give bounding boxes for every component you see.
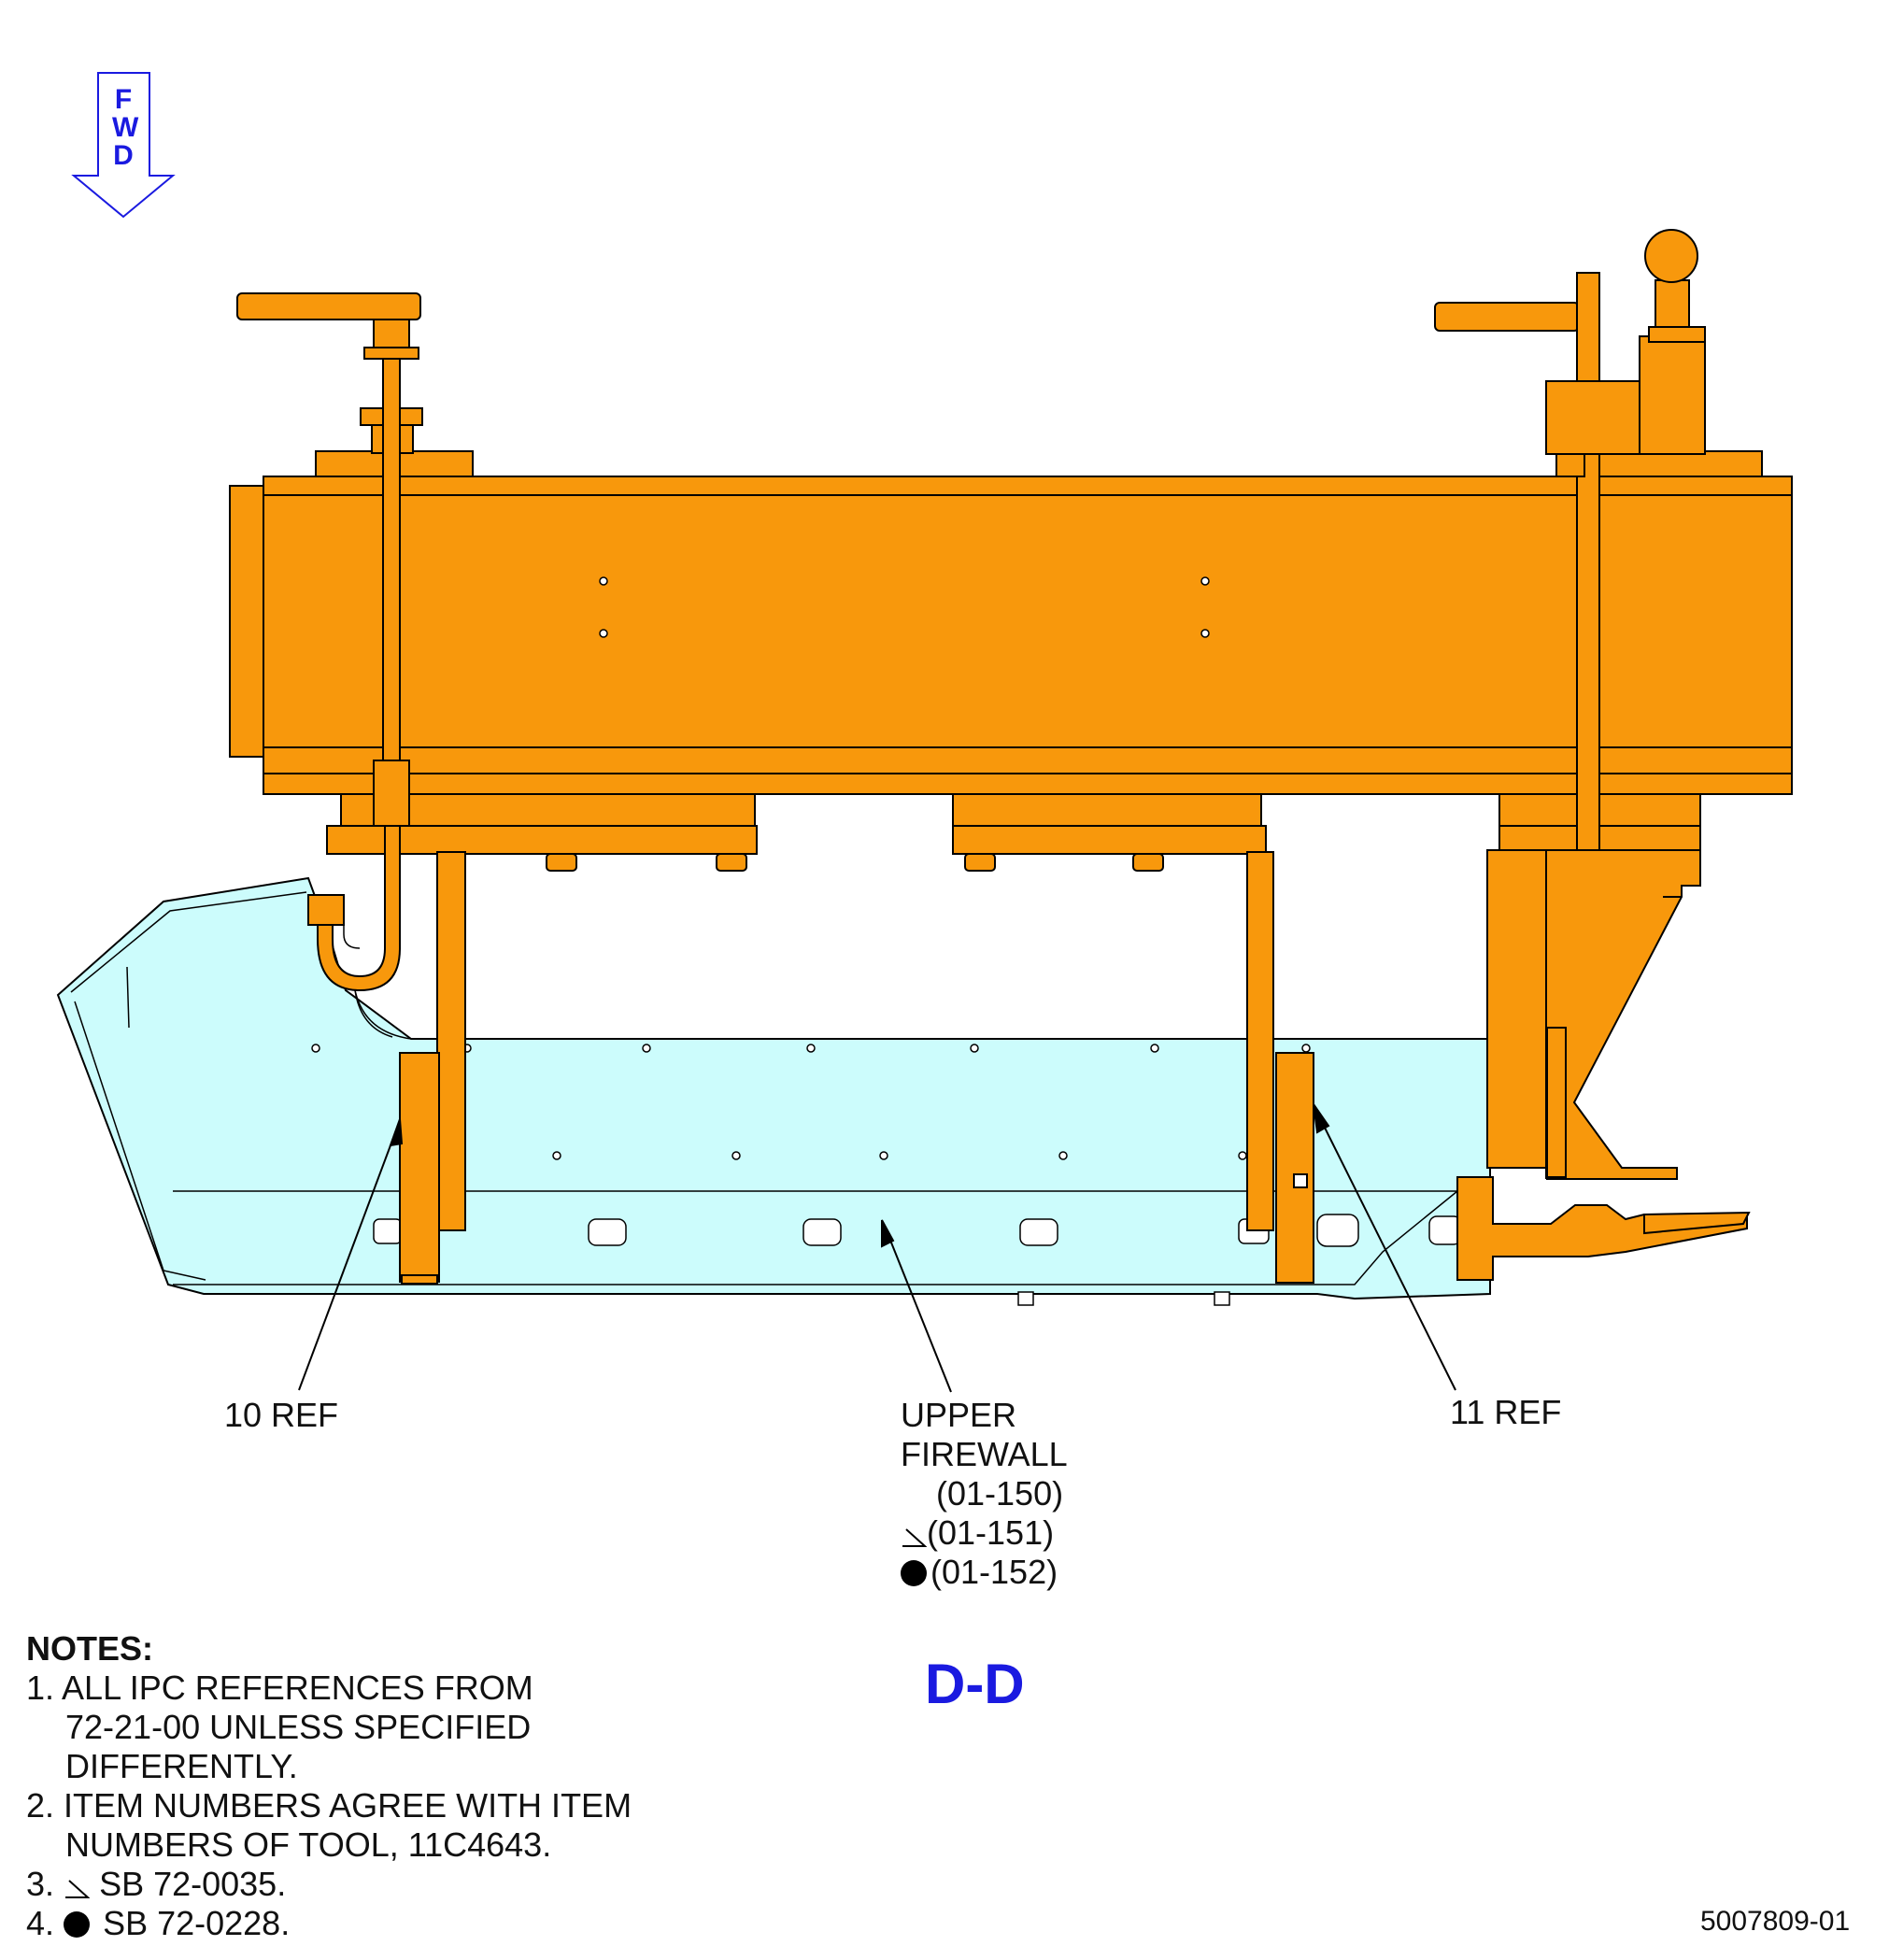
- firewall-code-151-row: (01-151): [901, 1513, 1054, 1553]
- lower-block-center: [952, 793, 1262, 827]
- section-title: D-D: [925, 1653, 1025, 1715]
- callout-11-ref: 11 REF: [1450, 1393, 1562, 1431]
- knob: [1644, 229, 1698, 283]
- leader-lines: [298, 1103, 1456, 1393]
- sb-triangle-icon: [902, 1528, 927, 1547]
- note-3: 3. SB 72-0035.: [26, 1865, 632, 1904]
- notes-block: NOTES: 1. ALL IPC REFERENCES FROM 72-21-…: [26, 1629, 632, 1943]
- note-3-prefix: 3.: [26, 1865, 55, 1903]
- sb-dot-icon: [901, 1560, 927, 1586]
- right-bracket: [1486, 849, 1701, 1180]
- leg-right: [1246, 851, 1274, 1231]
- note-1-line-3: DIFFERENTLY.: [65, 1747, 298, 1785]
- bolt-heads: [546, 853, 1164, 872]
- notes-heading: NOTES:: [26, 1629, 154, 1668]
- note-3-text: SB 72-0035.: [99, 1865, 287, 1903]
- firewall-code-151: (01-151): [927, 1513, 1055, 1552]
- note-4-text: SB 72-0228.: [103, 1904, 291, 1942]
- fwd-indicator: F W D: [112, 84, 139, 171]
- right-rod: [1576, 272, 1600, 853]
- beam-core: [263, 476, 1793, 795]
- item-10-block: [399, 1052, 440, 1283]
- item-11-block: [1275, 1052, 1314, 1284]
- note-4: 4. SB 72-0228.: [26, 1904, 632, 1943]
- fwd-letter-d: D: [113, 140, 134, 171]
- right-handle: [1434, 302, 1580, 332]
- note-4-prefix: 4.: [26, 1904, 55, 1942]
- fwd-letter-f: F: [114, 84, 133, 115]
- left-hook: [317, 825, 401, 992]
- leg-left: [436, 851, 466, 1231]
- firewall-code-150: (01-150): [936, 1474, 1064, 1513]
- note-2-line-2: NUMBERS OF TOOL, 11C4643.: [65, 1825, 552, 1864]
- note-2-line-1: 2. ITEM NUMBERS AGREE WITH ITEM: [26, 1786, 632, 1825]
- nut-plates: [373, 1214, 1462, 1306]
- fwd-letter-w: W: [112, 112, 139, 143]
- fwd-arrow-icon: [71, 72, 176, 219]
- beam-holes: [599, 576, 1210, 638]
- note-1-line-2: 72-21-00 UNLESS SPECIFIED: [65, 1708, 532, 1746]
- drawing-number: 5007809-01: [1700, 1906, 1851, 1937]
- note-1-line-1: 1. ALL IPC REFERENCES FROM: [26, 1669, 533, 1707]
- firewall-label-line1: UPPER: [901, 1396, 1017, 1434]
- sb-dot-icon: [64, 1911, 91, 1938]
- callout-10-ref: 10 REF: [224, 1396, 339, 1434]
- sb-triangle-icon: [65, 1880, 91, 1898]
- firewall-code-152-row: (01-152): [901, 1553, 1058, 1592]
- firewall-label-line2: FIREWALL: [901, 1435, 1068, 1473]
- firewall-inner-outline: [70, 891, 307, 1281]
- left-handle: [236, 292, 421, 320]
- firewall-code-152: (01-152): [930, 1553, 1058, 1591]
- left-rod: [382, 358, 401, 761]
